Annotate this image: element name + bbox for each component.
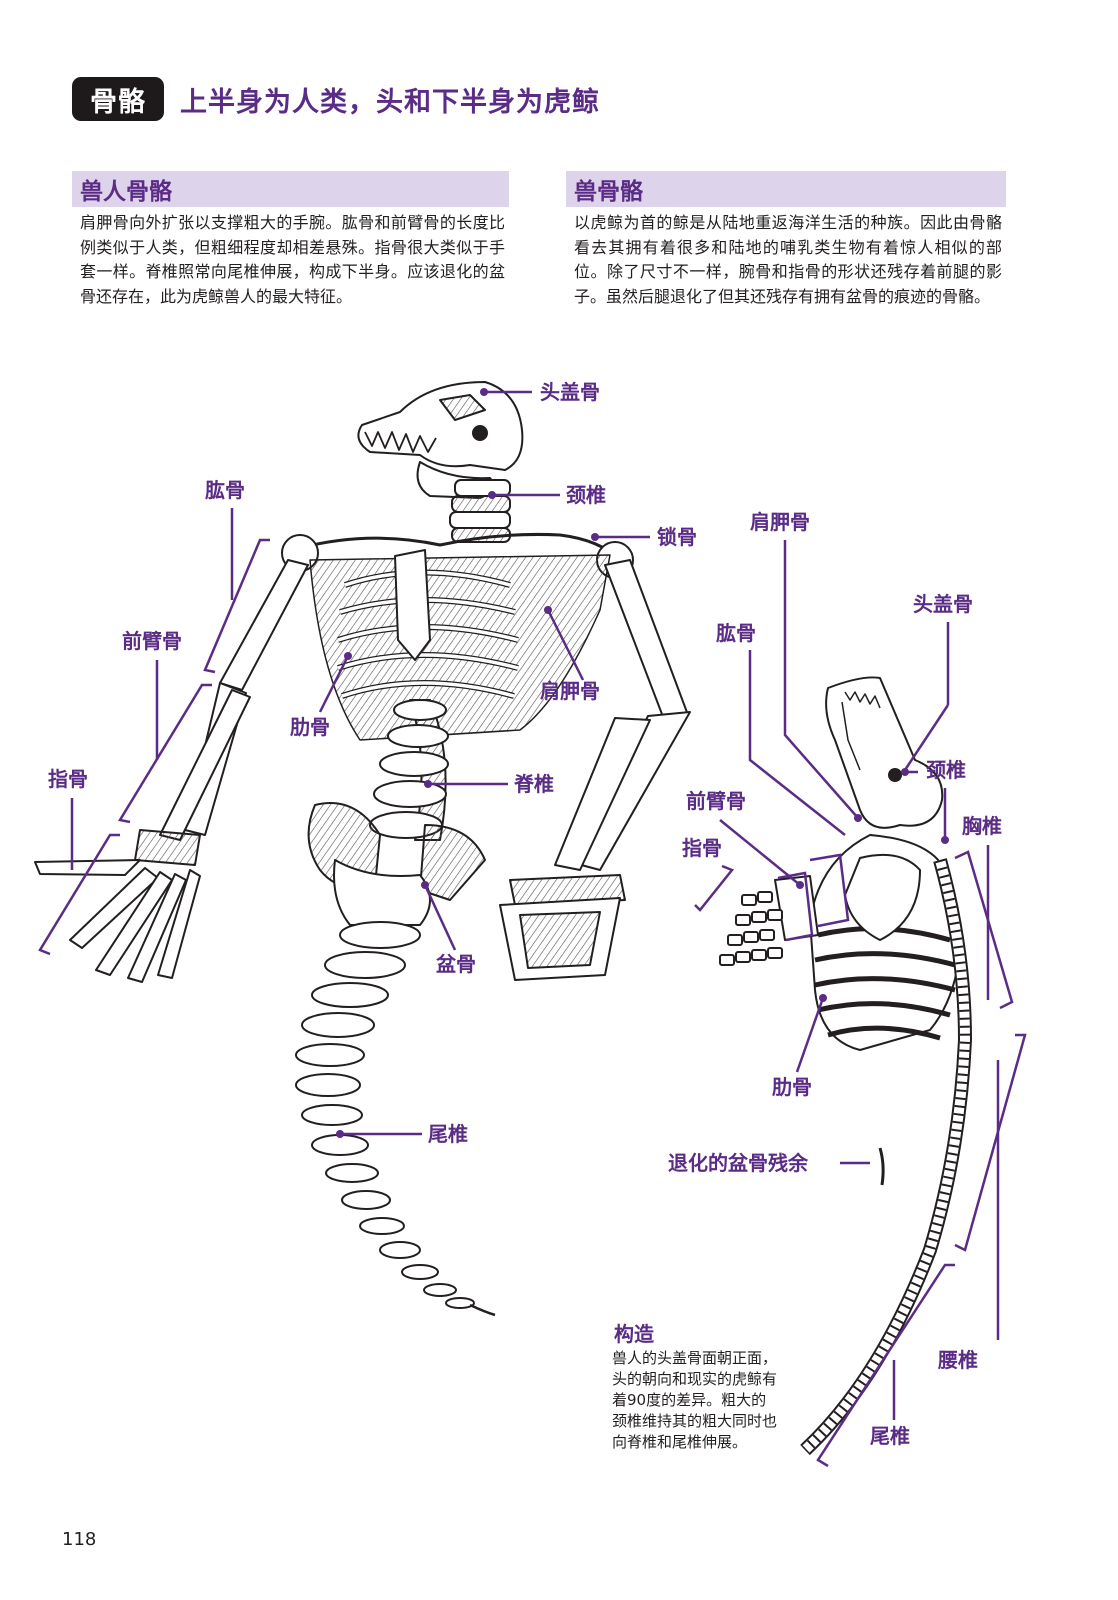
page-title: 上半身为人类，头和下半身为虎鲸 bbox=[180, 86, 600, 118]
orca-skeleton bbox=[719, 676, 972, 1456]
orca-label-lumbar: 腰椎 bbox=[937, 1348, 978, 1372]
left-section-body: 肩胛骨向外扩张以支撑粗大的手腕。肱骨和前臂骨的长度比例类似于人类，但粗细程度却相… bbox=[80, 213, 505, 306]
orca-flipper-drawing bbox=[719, 891, 783, 966]
orca-label-forearm: 前臂骨 bbox=[686, 789, 746, 813]
label-spine: 脊椎 bbox=[513, 772, 554, 796]
label-scapula: 肩胛骨 bbox=[540, 679, 600, 703]
label-humerus: 肱骨 bbox=[205, 478, 245, 502]
page-header: 骨骼 上半身为人类，头和下半身为虎鲸 bbox=[72, 76, 600, 122]
orca-spine-drawing bbox=[800, 858, 972, 1456]
right-section-body: 以虎鲸为首的鲸是从陆地重返海洋生活的种族。因此由骨骼看去其拥有着很多和陆地的哺乳… bbox=[574, 213, 1002, 306]
label-clavicle: 锁骨 bbox=[657, 525, 697, 549]
label-skull: 头盖骨 bbox=[540, 380, 600, 404]
orca-label-group: 肩胛骨 头盖骨 肱骨 颈椎 前臂骨 胸椎 指骨 肋骨 退化的盆骨残余 腰椎 尾椎 bbox=[668, 510, 1002, 1448]
label-forearm: 前臂骨 bbox=[122, 629, 182, 653]
orca-label-vestigial-pelvis: 退化的盆骨残余 bbox=[668, 1151, 809, 1175]
orca-label-caudal: 尾椎 bbox=[870, 1424, 910, 1448]
orca-label-skull: 头盖骨 bbox=[913, 592, 973, 616]
label-rib: 肋骨 bbox=[290, 715, 330, 739]
vestigial-pelvis-drawing bbox=[878, 1147, 885, 1186]
note-title: 构造 bbox=[614, 1322, 654, 1346]
orca-label-humerus: 肱骨 bbox=[716, 621, 756, 645]
human-left-arm-drawing bbox=[34, 559, 309, 983]
orca-label-thoracic: 胸椎 bbox=[962, 814, 1002, 838]
orca-label-cervical: 颈椎 bbox=[926, 758, 966, 782]
orca-body-drawing bbox=[774, 834, 961, 1051]
orca-label-phalanges: 指骨 bbox=[682, 836, 722, 860]
orca-label-scapula: 肩胛骨 bbox=[750, 510, 810, 534]
beast-human-label-group: 头盖骨 颈椎 锁骨 肱骨 前臂骨 指骨 肋骨 肩胛骨 脊椎 盆骨 尾椎 bbox=[48, 380, 697, 1146]
beast-human-skeleton bbox=[34, 381, 691, 1317]
human-neck-drawing bbox=[449, 479, 511, 543]
label-dots bbox=[336, 388, 949, 1138]
right-section-heading: 兽骨骼 bbox=[566, 171, 1006, 207]
human-right-arm-drawing bbox=[499, 559, 691, 981]
label-cervical: 颈椎 bbox=[566, 483, 606, 507]
label-pelvis: 盆骨 bbox=[436, 952, 476, 976]
orca-skull-drawing bbox=[825, 676, 944, 829]
label-caudal: 尾椎 bbox=[428, 1122, 468, 1146]
human-tail-drawing bbox=[295, 921, 496, 1317]
label-leaders bbox=[38, 390, 1027, 1468]
section-tag: 骨骼 bbox=[72, 77, 164, 121]
label-phalanges: 指骨 bbox=[48, 767, 88, 791]
orca-label-rib: 肋骨 bbox=[772, 1075, 812, 1099]
note-body: 兽人的头盖骨面朝正面，头的朝向和现实的虎鲸有着90度的差异。粗大的颈椎维持其的粗… bbox=[612, 1349, 778, 1451]
left-section-heading: 兽人骨骼 bbox=[72, 171, 509, 207]
page-number: 118 bbox=[62, 1529, 97, 1550]
human-pelvis-drawing bbox=[307, 802, 486, 926]
